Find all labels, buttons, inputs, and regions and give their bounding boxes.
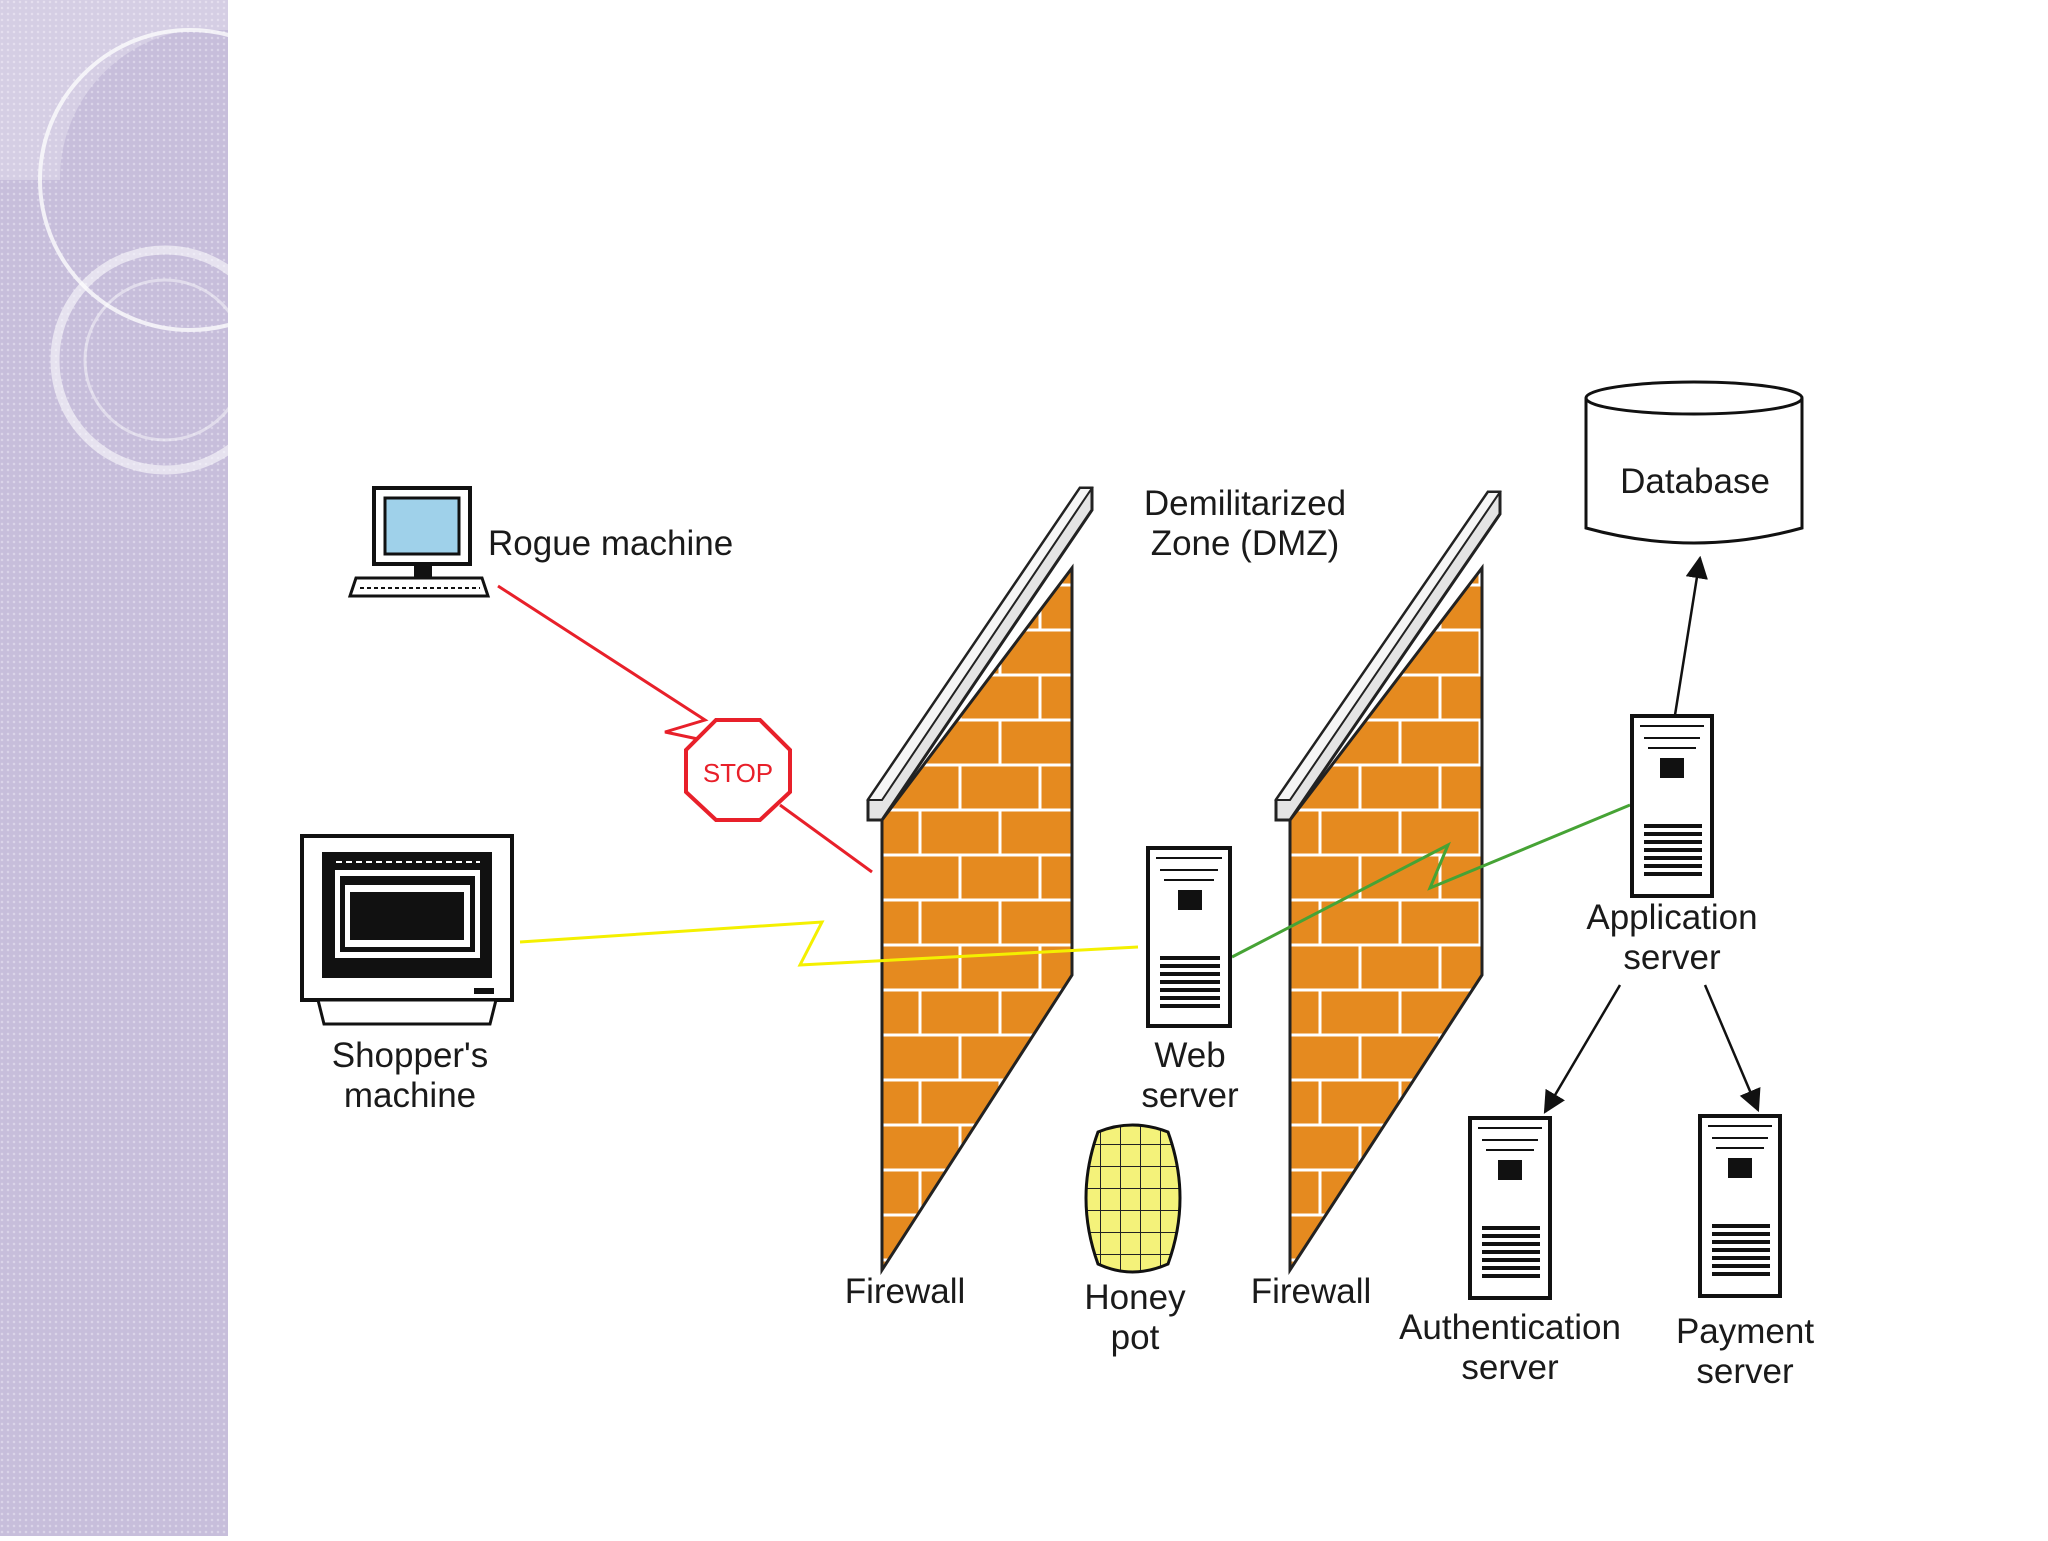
application-server-label: Application server: [1572, 898, 1772, 978]
honeypot-line2: pot: [1110, 1318, 1160, 1357]
application-server-icon: [1630, 714, 1714, 898]
stop-sign-text: STOP: [703, 758, 773, 788]
dmz-label-line2: Zone (DMZ): [1150, 524, 1340, 563]
payment-server-line1: Payment: [1675, 1312, 1815, 1351]
app-to-payment-arrow: [1703, 984, 1761, 1113]
database-cylinder-icon: [1584, 380, 1804, 545]
shopper-machine-label: Shopper's machine: [305, 1036, 515, 1116]
authentication-server-label: Authentication server: [1385, 1308, 1635, 1388]
authentication-server-line1: Authentication: [1399, 1308, 1621, 1347]
decorative-side-band: [0, 0, 342, 1536]
honeypot-label: Honey pot: [1065, 1278, 1205, 1358]
application-server-line2: server: [1623, 938, 1721, 977]
firewall-wall-icon: [1274, 490, 1502, 1276]
attack-link-blocked: [779, 803, 873, 874]
rogue-machine-label: Rogue machine: [488, 524, 734, 563]
payment-server-icon: [1698, 1114, 1782, 1298]
shopper-link: [519, 920, 1139, 967]
shopper-machine-line2: machine: [343, 1076, 477, 1115]
firewall-left-label: Firewall: [844, 1272, 966, 1311]
stop-sign-icon: STOP: [684, 718, 792, 822]
database-label: Database: [1620, 462, 1770, 501]
shopper-machine-line1: Shopper's: [331, 1036, 489, 1075]
authentication-server-icon: [1468, 1116, 1552, 1300]
authentication-server-line2: server: [1461, 1348, 1559, 1387]
rogue-computer-icon: [347, 486, 491, 598]
web-server-label: Web server: [1120, 1036, 1260, 1116]
internal-link: [1231, 803, 1631, 959]
payment-server-line2: server: [1696, 1352, 1794, 1391]
firewall-right-label: Firewall: [1250, 1272, 1372, 1311]
app-to-database-arrow: [1673, 555, 1708, 716]
app-to-auth-arrow: [1543, 984, 1622, 1114]
payment-server-label: Payment server: [1660, 1312, 1830, 1392]
application-server-line1: Application: [1586, 898, 1758, 937]
firewall-wall-icon: [866, 486, 1094, 1276]
dmz-label-line1: Demilitarized: [1143, 484, 1347, 523]
web-server-icon: [1146, 846, 1232, 1028]
honeypot-line1: Honey: [1084, 1278, 1186, 1317]
dmz-label: Demilitarized Zone (DMZ): [1130, 484, 1360, 564]
honeypot-barrel-icon: [1084, 1123, 1182, 1274]
shopper-monitor-icon: [300, 834, 514, 1026]
attack-link: [497, 584, 713, 744]
web-server-line1: Web: [1154, 1036, 1226, 1075]
web-server-line2: server: [1141, 1076, 1239, 1115]
